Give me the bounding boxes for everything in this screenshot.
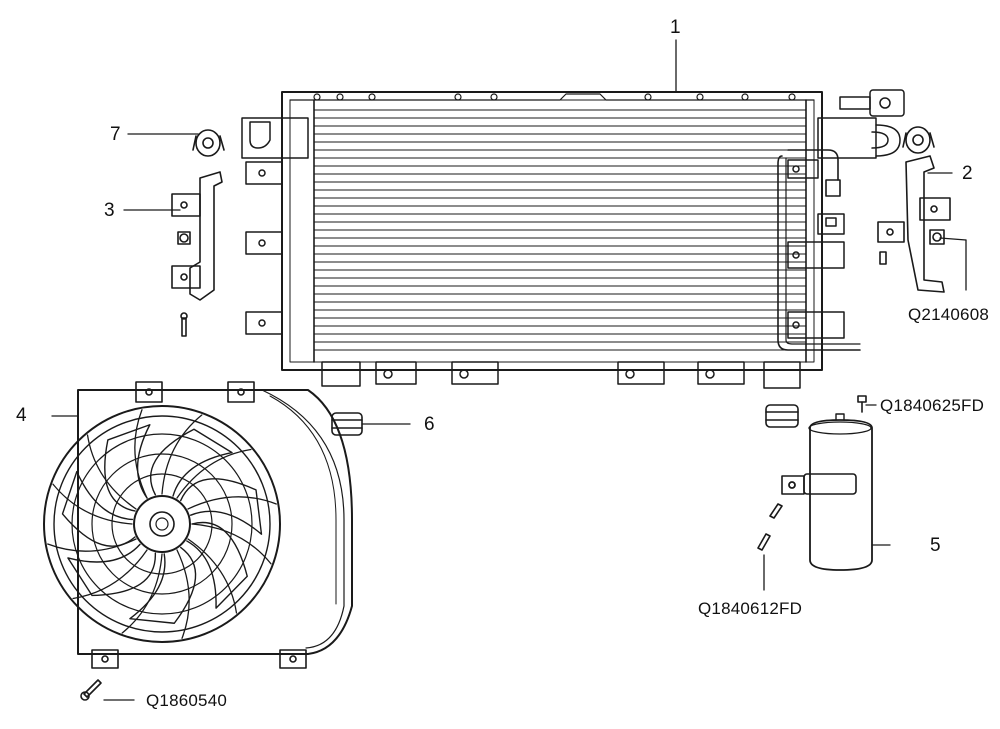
fan-blade [67,543,157,597]
right-side-fittings [787,89,905,339]
left-mount-tabs [241,117,309,335]
callout-2: 2 [962,163,973,184]
condenser-tubes [313,109,807,351]
fan-guard-spoke [187,496,277,510]
callout-5: 5 [930,535,941,556]
top-rail-fittings [313,93,796,101]
callout-7: 7 [110,124,121,145]
drier-top-bolt [857,395,867,413]
fan-guard-spoke [161,414,203,495]
fan-guard-spoke [52,483,133,525]
fan-hub [133,495,191,553]
fan-guard-spoke [121,553,163,634]
rubber-grommet-right [902,126,935,154]
callout-6: 6 [424,414,435,435]
fan-guard-spoke [191,523,272,565]
fan-bolt [80,679,102,701]
fan-guard-spoke [72,549,148,600]
bottom-mount-tabs [321,361,801,389]
part-code-bracket-bolt: Q2140608 [908,305,990,324]
part-code-drier-top-bolt: Q1840625FD [880,396,985,415]
fan-guard-spoke [187,538,238,614]
right-bracket [877,155,951,293]
condenser [241,89,905,389]
part-code-fan-bolt: Q1860540 [146,691,228,710]
fan-guard-spoke [176,448,252,499]
fan-blade [150,428,233,497]
callout-4: 4 [16,405,27,426]
fan-guard-spokes [47,409,277,639]
leader-lines [51,39,967,701]
fan-guard-spoke [86,434,137,510]
callout-1: 1 [670,17,681,38]
refrigerant-pipe [787,149,839,181]
drier-bracket-bolt-upper [769,503,783,519]
fan-blade [180,478,263,535]
cooling-fan-assembly [43,381,353,669]
fan-blade [61,470,136,547]
fan-blade [104,424,151,512]
part-code-drier-bracket-bolt: Q1840612FD [698,599,803,618]
fan-guard-spoke [176,549,190,639]
fan-blade [129,546,197,624]
fan-blades [61,424,263,624]
fan-blade [186,521,248,609]
callout-3: 3 [104,200,115,221]
fan-guard-spoke [134,409,148,499]
drier-bracket-bolt-lower [757,533,771,551]
rubber-mount-right [765,404,799,428]
receiver-drier [781,413,873,571]
left-bracket [171,171,223,337]
rubber-grommet-left [192,129,225,157]
